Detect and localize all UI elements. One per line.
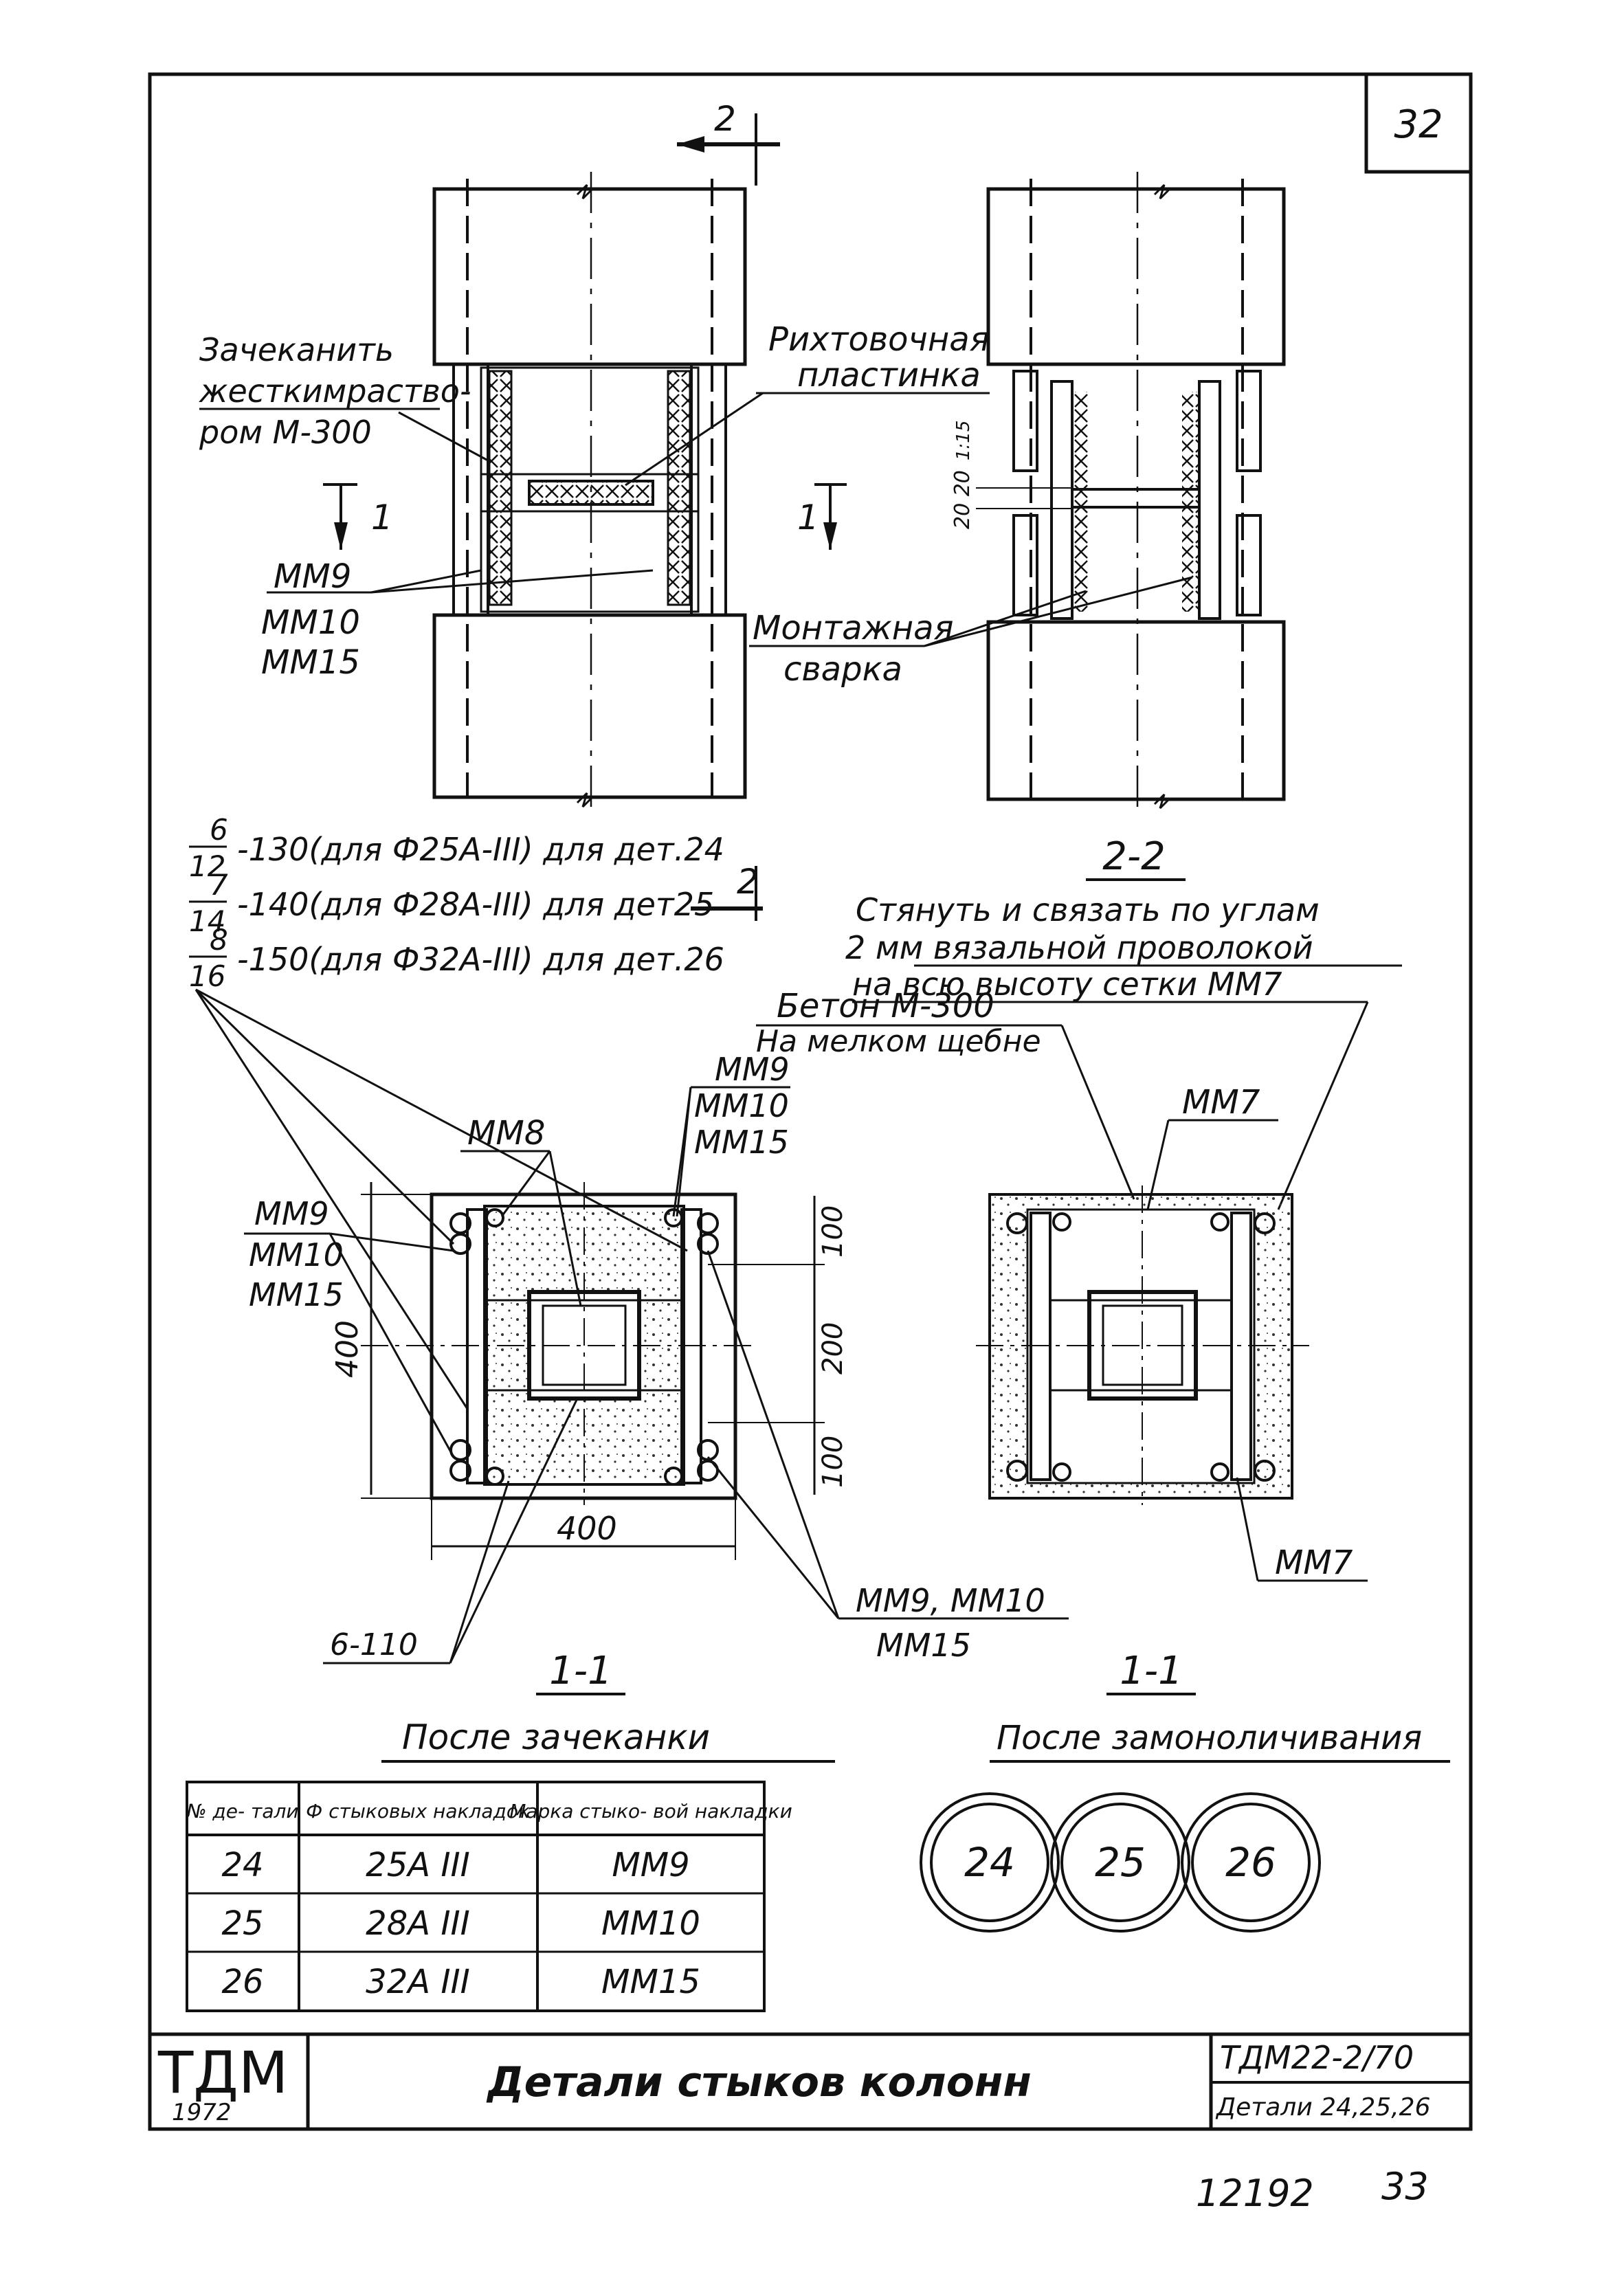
- archive-number: 12192: [1196, 2172, 1314, 2215]
- series-code: ТДМ22-2/70: [1220, 2039, 1414, 2076]
- mm7-bottom-label: ММ7: [1275, 1544, 1353, 1582]
- rebar-notes: 6 12 -130(для Ф25А-ІІІ) для дет.24 7 14 …: [189, 813, 724, 1410]
- section-mark-mid-label: 1: [797, 498, 819, 537]
- mm-bottom-label-1: ММ9, ММ10: [856, 1582, 1045, 1619]
- section-1-1-left-labels: ММ8 ММ9 ММ10 ММ15 ММ9 ММ10 ММ15 6-110 ММ…: [244, 1051, 1069, 1763]
- section-mark-left-label: 1: [371, 498, 393, 537]
- table-cell: 25А ІІІ: [366, 1846, 470, 1884]
- weld-note-line-2: сварка: [783, 650, 902, 689]
- sheet-frame: [148, 72, 1473, 2131]
- table-cell: ММ15: [601, 1963, 700, 2001]
- mm-top-label-1: ММ9: [715, 1051, 790, 1088]
- dim-400-vertical: 400: [330, 1320, 365, 1378]
- mm-left-label-3: ММ15: [249, 1276, 344, 1313]
- mm-top-label-3: ММ15: [694, 1124, 789, 1161]
- shim-note: Рихтовочная пластинка: [625, 320, 990, 487]
- mesh-label-mm10: ММ10: [261, 603, 360, 642]
- rebar-note-2-text: -140(для Ф28А-ІІІ) для дет25: [237, 886, 714, 923]
- dim-100-top: 100: [817, 1205, 849, 1258]
- section-2-2-note-3: на всю высоту сетки ММ7: [852, 966, 1282, 1003]
- dim-100-bottom: 100: [817, 1436, 849, 1488]
- weld-note: Монтажная сварка: [749, 576, 1193, 689]
- detail-circle-26: 26: [1225, 1839, 1276, 1886]
- mesh-label-mm15: ММ15: [261, 643, 360, 682]
- section-mark-2-right: 2: [691, 862, 763, 921]
- drawing-title: Детали стыков колонн: [486, 2058, 1032, 2106]
- section-1-1-right-labels: Бетон М-300 На мелком щебне ММ7 ММ7 1-1 …: [756, 987, 1450, 1763]
- section-1-1-after-caulk: [361, 1182, 825, 1560]
- elevation-1: [432, 172, 747, 808]
- section-2-2-note-1: Стянуть и связать по углам: [856, 891, 1320, 928]
- year-label: 1972: [172, 2099, 232, 2126]
- details-table: № де- тали Ф стыковых накладок Марка сты…: [185, 1781, 792, 2012]
- sheet-number: 32: [1394, 102, 1443, 147]
- caulk-note-line-1: Зачеканить: [199, 331, 394, 368]
- detail-circles: 24 25 26: [920, 1792, 1321, 1933]
- caulk-note-line-2: жесткимраство-: [199, 372, 471, 410]
- section-1-1-right-title: 1-1: [1120, 1649, 1182, 1693]
- mm-bottom-label-2: ММ15: [876, 1627, 971, 1664]
- rebar-note-1-den: 12: [189, 849, 225, 883]
- mm-left-label-2: ММ10: [249, 1236, 344, 1273]
- concrete-note-2: На мелком щебне: [756, 1024, 1041, 1059]
- section-1-1-left-subtitle: После зачеканки: [402, 1717, 710, 1757]
- section-1-1-right-subtitle: После замоноличивания: [997, 1719, 1422, 1757]
- rebar-note-3-den: 16: [189, 959, 225, 993]
- section-2-2-note-2: 2 мм вязальной проволокой: [845, 929, 1313, 966]
- dim-6-110: 6-110: [330, 1627, 418, 1662]
- dim-200: 200: [817, 1322, 849, 1374]
- concrete-note-1: Бетон М-300: [777, 987, 994, 1025]
- mm-left-label-1: ММ9: [254, 1195, 329, 1232]
- shim-note-line-1: Рихтовочная: [768, 320, 990, 359]
- dim-2020-label: 20 20: [950, 470, 975, 529]
- section-2-2-heading: 2-2 Стянуть и связать по углам 2 мм вяза…: [845, 834, 1402, 1210]
- table-cell: ММ9: [612, 1846, 689, 1884]
- table-cell: ММ10: [601, 1904, 700, 1943]
- rebar-note-2-num: 7: [210, 868, 228, 902]
- table-header-diameter: Ф стыковых накладок: [306, 1800, 530, 1823]
- caulk-note: Зачеканить жесткимраство- ром М-300: [199, 331, 489, 462]
- rebar-note-1-text: -130(для Ф25А-ІІІ) для дет.24: [237, 831, 724, 868]
- table-cell: 28А ІІІ: [366, 1904, 470, 1943]
- table-cell: 26: [221, 1963, 263, 2001]
- detail-circle-25: 25: [1095, 1839, 1146, 1886]
- table-cell: 32А ІІІ: [366, 1963, 470, 2001]
- details-ref: Детали 24,25,26: [1215, 2093, 1430, 2121]
- section-mark-top-label: 2: [714, 99, 736, 139]
- table-header-mark: Марка стыко- вой накладки: [509, 1800, 792, 1823]
- mesh-label-mm9: ММ9: [274, 557, 351, 596]
- dim-400-horizontal: 400: [557, 1510, 617, 1547]
- mesh-labels-elevation: ММ9 ММ10 ММ15: [261, 557, 654, 682]
- mm7-top-label: ММ7: [1182, 1083, 1260, 1122]
- table-header-detail: № де- тали: [185, 1800, 298, 1823]
- section-mark-right-label: 2: [737, 862, 759, 902]
- mm8-label: ММ8: [467, 1114, 545, 1152]
- table-cell: 24: [221, 1846, 263, 1884]
- section-1-1-after-grouting: [976, 1185, 1309, 1505]
- title-block: ТДМ 1972 Детали стыков колонн ТДМ22-2/70…: [150, 2032, 1471, 2129]
- detail-circle-24: 24: [964, 1839, 1015, 1886]
- section-mark-1-mid: 1: [797, 483, 847, 550]
- section-mark-2-top: 2: [677, 99, 780, 186]
- rebar-note-3-text: -150(для Ф32А-ІІІ) для дет.26: [237, 941, 724, 978]
- page-number: 33: [1381, 2165, 1429, 2208]
- rebar-note-3-num: 8: [210, 923, 228, 957]
- rebar-note-1-num: 6: [210, 813, 228, 847]
- table-cell: 25: [221, 1904, 263, 1943]
- elevation-2: [986, 172, 1286, 810]
- rebar-note-2-den: 14: [189, 904, 225, 938]
- shim-note-line-2: пластинка: [797, 356, 981, 394]
- sheet-number-box: [1364, 72, 1473, 174]
- weld-note-line-1: Монтажная: [753, 609, 953, 647]
- section-mark-1-left: 1: [323, 483, 393, 550]
- caulk-note-line-3: ром М-300: [199, 414, 372, 451]
- section-1-1-left-title: 1-1: [549, 1649, 612, 1693]
- mm-top-label-2: ММ10: [694, 1087, 789, 1124]
- dim-2020: 20 20 1:15: [950, 421, 1072, 529]
- dim-115-label: 1:15: [953, 421, 974, 460]
- section-2-2-title: 2-2: [1102, 834, 1165, 879]
- org-logo: ТДМ: [157, 2039, 288, 2106]
